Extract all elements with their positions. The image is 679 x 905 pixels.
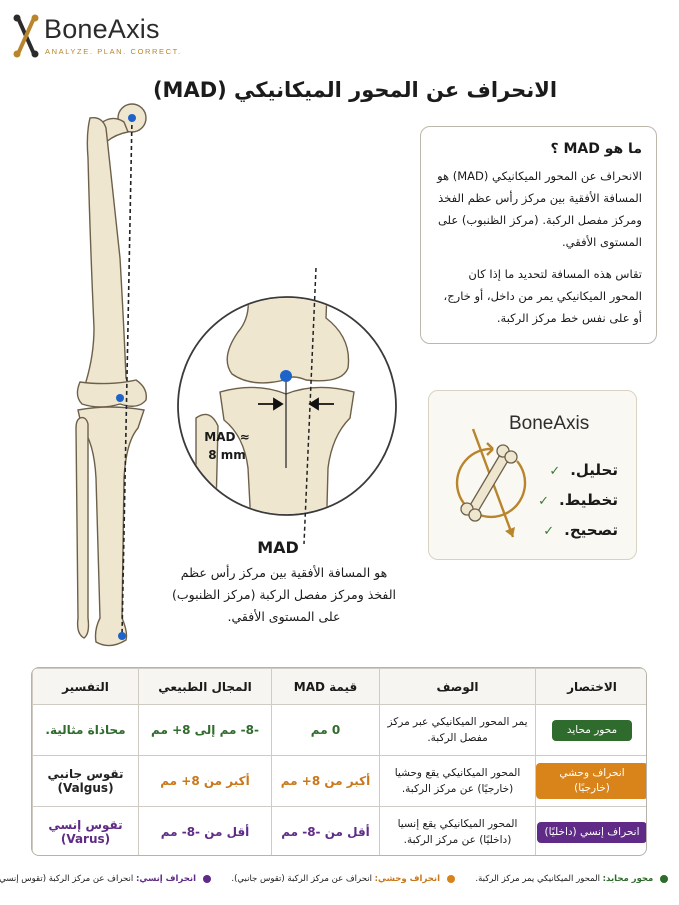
legend-item-lateral: انحراف وحشي: انحراف عن مركز الركبة (تقوس… <box>231 874 455 884</box>
table-header-cell: قيمة MAD <box>271 668 380 705</box>
table-row: محور محايد يمر المحور الميكانيكي عبر مرك… <box>32 704 646 756</box>
brand-name: BoneAxis <box>44 14 160 44</box>
brand-card: BoneAxis تحليل.✓ تخطيط.✓ تصحيح.✓ <box>428 390 637 560</box>
mad-measurement-label: MAD ≈ 8 mm <box>192 428 262 464</box>
check-icon: ✓ <box>543 524 555 539</box>
zoom-femoral-center-dot <box>280 370 292 382</box>
neutral-axis-badge: محور محايد <box>552 719 632 741</box>
table-cell-range: -8- مم إلى 8+ مم <box>138 704 272 756</box>
check-icon: ✓ <box>549 464 561 479</box>
table-cell-desc: يمر المحور الميكانيكي عبر مركز مفصل الرك… <box>379 704 536 756</box>
table-cell-mad: 0 مم <box>271 704 380 756</box>
table-header-cell: التفسير <box>32 668 139 705</box>
legend-item-medial: انحراف إنسي: انحراف عن مركز الركبة (تقوس… <box>0 874 211 884</box>
table-header-cell: المجال الطبيعي <box>138 668 272 705</box>
mechanical-axis-line <box>121 117 133 637</box>
bone-axis-icon <box>455 428 527 538</box>
table-row: انحراف وحشي (خارجيًا) المحور الميكانيكي … <box>32 755 646 807</box>
info-title: ما هو MAD ؟ <box>550 141 642 157</box>
brand-feature-item: تخطيط.✓ <box>538 491 618 509</box>
mad-classification-table: الاختصار الوصف قيمة MAD المجال الطبيعي ا… <box>31 667 647 856</box>
purple-dot-icon <box>202 874 211 883</box>
mad-heading: MAD <box>257 538 299 557</box>
green-dot-icon <box>660 874 668 883</box>
zoom-femur <box>226 298 350 384</box>
legend: محور محايد: المحور الميكانيكي يمر مركز ا… <box>0 874 668 884</box>
lateral-deviation-badge: انحراف وحشي (خارجيًا) <box>536 763 646 799</box>
orange-dot-icon <box>446 874 455 883</box>
table-cell-interp: محاذاة مثالية. <box>32 704 139 756</box>
table-cell-range: أكبر من 8+ مم <box>138 755 272 807</box>
knee-center-dot <box>116 394 124 402</box>
brand-logo: BoneAxis ANALYZE. PLAN. CORRECT. <box>12 12 212 60</box>
mad-arrows <box>258 397 334 411</box>
ankle-center-dot <box>118 632 126 640</box>
femur-condyles <box>76 379 147 408</box>
table-cell-interp: تقوس إنسي (Varus) <box>32 806 139 855</box>
leg-skeleton-illustration <box>75 103 147 647</box>
brand-feature-item: تصحيح.✓ <box>543 521 618 539</box>
fibula <box>75 416 90 639</box>
table-cell-desc: المحور الميكانيكي يقع وحشيا (خارجيًا) عن… <box>379 755 536 807</box>
table-header-cell: الوصف <box>379 668 536 705</box>
info-paragraph-1: الانحراف عن المحور الميكانيكي (MAD) هو ا… <box>437 169 642 249</box>
table-cell-desc: المحور الميكانيكي يقع إنسيا (داخليًا) عن… <box>379 806 536 855</box>
mad-measure-value: 8 mm <box>208 448 246 462</box>
bone-logo-icon <box>13 14 39 58</box>
zoom-tibia <box>219 386 355 514</box>
table-cell-range: أقل من -8- مم <box>138 806 272 855</box>
check-icon: ✓ <box>538 494 550 509</box>
table-row: انحراف إنسي (داخليًا) المحور الميكانيكي … <box>32 806 646 855</box>
table-header-row: الاختصار الوصف قيمة MAD المجال الطبيعي ا… <box>32 668 646 705</box>
brand-features-list: تحليل.✓ تخطيط.✓ تصحيح.✓ <box>538 455 618 545</box>
info-paragraph-2: تقاس هذه المسافة لتحديد ما إذا كان المحو… <box>443 267 642 325</box>
medial-deviation-badge: انحراف إنسي (داخليًا) <box>536 821 646 843</box>
tibia <box>77 406 145 647</box>
mad-measure-text: MAD ≈ <box>204 430 250 444</box>
table-cell-mad: أكبر من 8+ مم <box>271 755 380 807</box>
table-cell-interp: تقوس جانبي (Valgus) <box>32 755 139 807</box>
mad-description: هو المسافة الأفقية بين مركز رأس عظم الفخ… <box>171 565 396 624</box>
table-cell-mad: أقل من -8- مم <box>271 806 380 855</box>
femoral-head-center-dot <box>128 114 136 122</box>
knee-zoom-illustration <box>177 268 397 544</box>
brand-tagline: ANALYZE. PLAN. CORRECT. <box>45 47 182 56</box>
brand-card-name: BoneAxis <box>509 413 590 434</box>
table-header-cell: الاختصار <box>535 668 646 705</box>
femur-shaft <box>83 117 135 405</box>
legend-item-neutral: محور محايد: المحور الميكانيكي يمر مركز ا… <box>475 874 668 884</box>
what-is-mad-box: ما هو MAD ؟ الانحراف عن المحور الميكانيك… <box>420 126 657 344</box>
brand-feature-item: تحليل.✓ <box>549 461 618 479</box>
page-title: الانحراف عن المحور الميكانيكي (MAD) <box>152 78 558 102</box>
